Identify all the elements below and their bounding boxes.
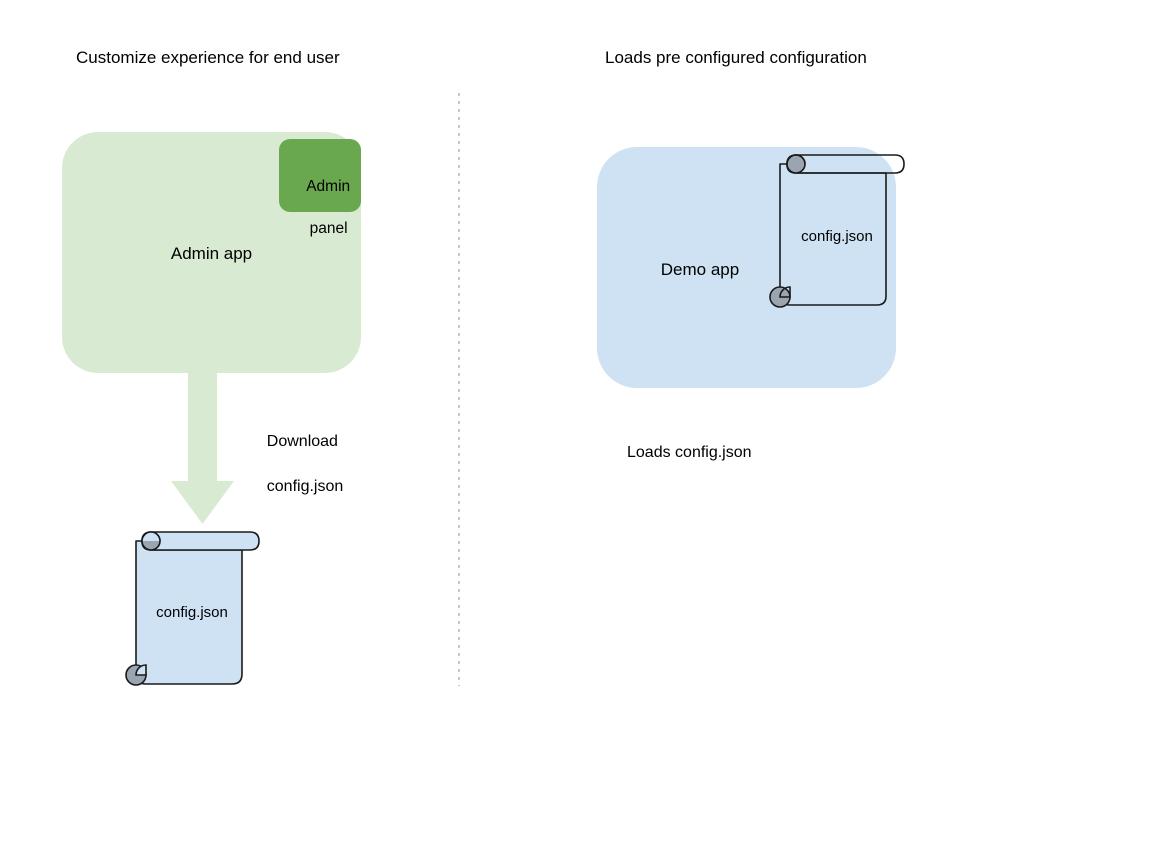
download-arrow-label: Download config.json (249, 409, 344, 521)
loads-config-caption: Loads config.json (627, 444, 752, 461)
left-scroll-label: config.json (156, 604, 228, 621)
right-column-title: Loads pre configured configuration (605, 48, 867, 67)
demo-app-box[interactable] (597, 147, 896, 388)
right-scroll-top-curl-arc (786, 154, 806, 165)
download-arrow-label-line2: config.json (266, 478, 344, 496)
download-arrow (171, 366, 234, 524)
right-scroll-label: config.json (801, 228, 873, 245)
admin-panel-box[interactable] (279, 139, 361, 212)
admin-panel-label-line1: Admin (306, 177, 351, 195)
admin-panel-label: Admin panel (279, 156, 361, 261)
right-scroll-bottom-curl-notch (779, 286, 791, 298)
admin-app-label: Admin app (170, 244, 253, 263)
download-arrow-label-line1: Download (266, 433, 338, 451)
left-scroll-top-curl-arc (141, 531, 161, 542)
demo-app-label: Demo app (660, 260, 740, 279)
left-column-title: Customize experience for end user (76, 48, 340, 67)
admin-panel-label-line2: panel (309, 219, 348, 237)
left-scroll-bottom-curl-notch (135, 664, 147, 676)
